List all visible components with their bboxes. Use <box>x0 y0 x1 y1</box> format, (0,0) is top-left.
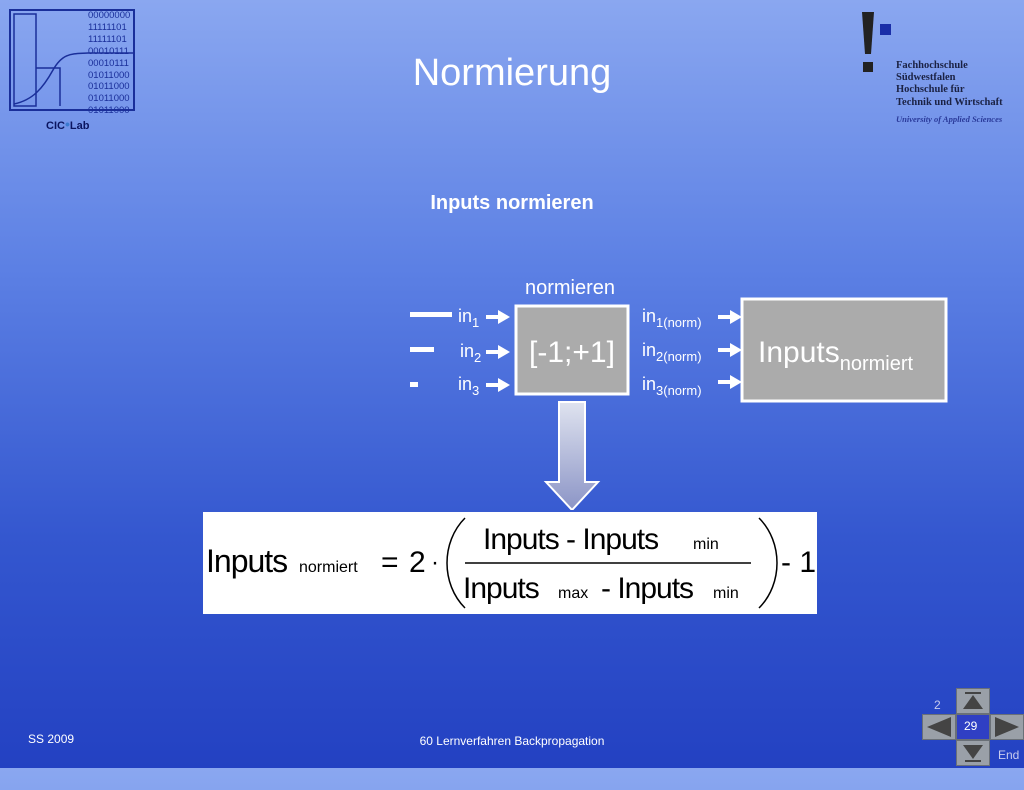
input-label-1: in1 <box>458 306 479 330</box>
input-bar-1 <box>410 312 452 317</box>
next-slide-button[interactable] <box>990 714 1024 740</box>
left-paren <box>446 517 466 609</box>
cic-text: CIC <box>46 120 65 132</box>
binary-row: 00000000 <box>88 10 131 21</box>
normalize-block <box>514 304 630 396</box>
output-arrows <box>718 310 742 389</box>
arrow-down-bar-icon <box>963 745 983 762</box>
down-arrow-icon <box>543 401 601 512</box>
binary-row: 01011000 <box>88 69 130 81</box>
end-label[interactable]: End <box>998 748 1020 762</box>
range-text: [-1;+1] <box>529 336 615 369</box>
formula-numerator-sub: min <box>693 536 719 553</box>
formula-box: Inputs normiert = 2 · Inputs - Inputs mi… <box>203 512 817 614</box>
slide-navigation: 2 29 End <box>918 684 1024 768</box>
formula-denominator-b-sub: min <box>713 585 739 602</box>
dot-icon: • <box>64 116 70 132</box>
output-label-1: in1(norm) <box>642 306 702 330</box>
block-label: normieren <box>525 277 615 299</box>
output-label-2: in2(norm) <box>642 340 702 364</box>
formula-lhs-sub: normiert <box>299 559 358 576</box>
current-page-number: 29 <box>964 719 978 733</box>
last-slide-button[interactable] <box>956 740 990 766</box>
slide-title: Normierung <box>412 52 612 94</box>
binary-row: 11111101 <box>88 33 127 45</box>
fh-line: Hochschule für <box>896 84 965 96</box>
fh-line: Südwestfalen <box>896 72 956 84</box>
binary-row: 00010111 <box>88 57 129 69</box>
fh-name: Fachhochschule Südwestfalen Hochschule f… <box>896 60 1003 109</box>
binary-row: 11111101 <box>88 21 127 33</box>
fh-line: Technik und Wirtschaft <box>896 96 1003 108</box>
cic-curve-graphic <box>9 9 135 111</box>
input-bar-2 <box>410 347 434 352</box>
prev-page-number: 2 <box>934 698 941 712</box>
fh-swf-logo: Fachhochschule Südwestfalen Hochschule f… <box>856 10 1022 130</box>
binary-column: 00000000 11111101 11111101 00010111 0001… <box>88 10 130 117</box>
binary-row: 01011000 <box>88 105 130 117</box>
footer-chapter: 60 Lernverfahren Backpropagation <box>419 734 605 748</box>
diagram-svg: in1 in2 in3 normieren [-1;+1] in1(norm) … <box>410 277 948 512</box>
formula-dot: · <box>431 549 439 576</box>
input-label-2: in2 <box>460 341 481 365</box>
formula-denominator-a-sub: max <box>558 585 588 602</box>
arrow-left-icon <box>927 717 951 737</box>
formula-denominator-a: Inputs <box>463 572 539 605</box>
right-paren <box>758 517 778 609</box>
binary-row: 01011000 <box>88 93 130 105</box>
formula-factor: 2 <box>409 546 426 579</box>
output-label-3: in3(norm) <box>642 374 702 398</box>
cic-lab-label: CIC•Lab <box>46 116 89 132</box>
result-block <box>740 297 948 403</box>
binary-row: 01011000 <box>88 81 130 93</box>
lab-text: Lab <box>69 120 90 132</box>
current-slide-indicator: 29 <box>956 714 990 740</box>
fh-subline: University of Applied Sciences <box>896 114 1003 124</box>
first-slide-button[interactable] <box>956 688 990 714</box>
previous-slide-button[interactable] <box>922 714 956 740</box>
fh-line: Fachhochschule <box>896 60 968 71</box>
arrow-right-icon <box>995 717 1019 737</box>
formula-lhs: Inputs <box>206 543 287 579</box>
formula-denominator-minus: - Inputs <box>601 572 693 605</box>
formula-svg: Inputs normiert = 2 · Inputs - Inputs mi… <box>206 517 816 609</box>
result-label: Inputsnormiert <box>758 336 914 375</box>
input-arrows <box>486 310 510 392</box>
slide-subtitle: Inputs normieren <box>430 192 594 214</box>
input-bar-3 <box>410 382 418 387</box>
normalization-diagram: in1 in2 in3 normieren [-1;+1] in1(norm) … <box>390 270 970 790</box>
arrow-up-bar-icon <box>963 692 983 709</box>
formula-numerator: Inputs - Inputs <box>483 523 658 556</box>
footer-date: SS 2009 <box>28 732 75 746</box>
exclamation-logo-icon <box>862 12 891 72</box>
formula-equals: = <box>381 546 399 579</box>
formula-tail: - 1 <box>781 546 816 579</box>
cic-lab-logo: 00000000 11111101 11111101 00010111 0001… <box>8 8 138 132</box>
input-label-3: in3 <box>458 374 479 398</box>
binary-row: 00010111 <box>88 45 129 57</box>
